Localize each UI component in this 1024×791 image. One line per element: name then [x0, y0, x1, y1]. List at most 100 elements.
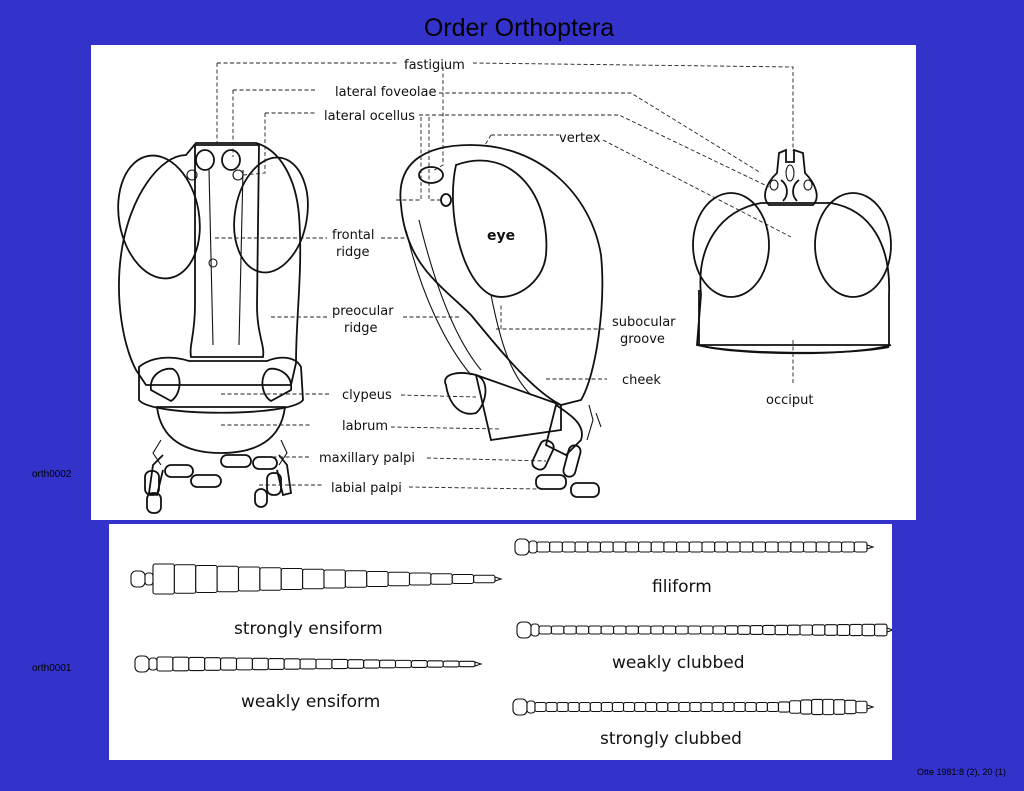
antenna-segment [611, 701, 625, 713]
antenna-segment [188, 656, 206, 672]
antenna-strongly-clubbed [512, 698, 875, 716]
antenna-segment [216, 565, 240, 593]
antenna-segment [833, 699, 846, 715]
antenna-segment [589, 701, 602, 713]
antenna-segment [662, 625, 677, 635]
antenna-segment [675, 625, 689, 635]
antenna-segment [712, 625, 726, 635]
label-frontal-ridge-1: frontal [332, 228, 375, 243]
antenna-segment [739, 541, 754, 553]
antenna-figure-tag: orth0001 [32, 663, 72, 674]
antenna-segment [861, 623, 876, 637]
antenna-segment [302, 568, 325, 590]
label-labial-palpi: labial palpi [331, 481, 402, 496]
antenna-segment [237, 566, 261, 592]
antenna-pedicel [144, 572, 154, 586]
antenna-scape [130, 570, 146, 588]
antenna-segment [172, 656, 190, 672]
antenna-segment [587, 541, 602, 553]
antenna-segment [841, 541, 855, 553]
antenna-segment [578, 701, 591, 713]
source-citation: Otte 1981:8 (2), 20 (1) [916, 767, 1006, 777]
antenna-segment [663, 541, 678, 553]
antenna-segment [824, 624, 838, 636]
antenna-segment [849, 623, 863, 637]
antenna-segment [561, 541, 576, 553]
antenna-segment [711, 701, 724, 713]
antenna-segment [299, 658, 317, 670]
label-strongly-clubbed: strongly clubbed [600, 729, 742, 749]
antenna-weakly-clubbed [516, 621, 892, 639]
antenna-segment [766, 701, 780, 713]
antenna-strongly-ensiform [130, 563, 503, 595]
antenna-segment [836, 624, 851, 636]
label-weakly-ensiform: weakly ensiform [241, 692, 380, 712]
antenna-segment [777, 701, 791, 713]
antenna-segment [637, 541, 652, 553]
antenna-segment [689, 701, 702, 713]
antenna-diagram: strongly ensiform weakly ensiform filifo… [130, 538, 892, 749]
antenna-segment [726, 541, 741, 553]
antenna-scape [134, 655, 150, 673]
antenna-segment [195, 564, 218, 594]
antenna-segment [650, 541, 665, 553]
antenna-segment [678, 701, 691, 713]
antenna-segment [650, 625, 664, 635]
antenna-segment [700, 701, 713, 713]
antenna-segment [787, 624, 801, 636]
head-diagram: fastigium lateral foveolae lateral ocell… [117, 58, 892, 514]
antenna-segment [534, 701, 547, 713]
antenna-segment [379, 659, 397, 669]
antenna-segment [259, 567, 282, 591]
antenna-segment [600, 625, 615, 635]
label-weakly-clubbed: weakly clubbed [612, 653, 745, 673]
antenna-segment [744, 701, 757, 713]
antenna-segment [853, 541, 868, 553]
antenna-segment [538, 625, 552, 635]
antenna-tip [886, 627, 892, 633]
label-vertex: vertex [559, 131, 601, 146]
antenna-segment [408, 572, 432, 586]
antenna-segment [790, 541, 805, 553]
antenna-segment [442, 660, 460, 668]
label-subocular-groove-2: groove [620, 332, 665, 347]
antenna-segment [323, 569, 346, 589]
antenna-segment [430, 573, 453, 585]
antenna-segment [676, 541, 690, 553]
antenna-pedicel [528, 540, 538, 554]
antenna-segment [733, 701, 746, 713]
antenna-segment [344, 570, 368, 588]
top-fastigium [764, 148, 818, 206]
antenna-segment [799, 624, 813, 636]
antenna-segment [283, 658, 301, 670]
antenna-segment [280, 567, 304, 591]
front-clypeus [138, 356, 304, 414]
antenna-segment [815, 541, 830, 553]
label-clypeus: clypeus [342, 388, 392, 403]
label-fastigium: fastigium [404, 58, 465, 73]
antenna-segment [267, 658, 285, 670]
antenna-segment [622, 701, 636, 713]
front-right-eye [233, 156, 309, 274]
antenna-pedicel [526, 700, 536, 714]
antenna-scape [516, 621, 532, 639]
antenna-segment [714, 541, 728, 553]
antenna-segment [637, 625, 652, 635]
antenna-segment [811, 624, 826, 636]
antenna-segment [347, 659, 365, 669]
antenna-segment [451, 573, 475, 585]
antenna-segment [410, 660, 428, 668]
antenna-segment [749, 625, 764, 635]
label-preocular-ridge-1: preocular [332, 304, 394, 319]
antenna-segment [366, 570, 389, 588]
antenna-segment [394, 659, 412, 669]
label-lateral-foveolae: lateral foveolae [335, 85, 436, 100]
side-eye [452, 159, 548, 298]
antenna-segment [235, 657, 253, 671]
antenna-segment [426, 660, 444, 668]
antenna-segment [811, 698, 824, 716]
head-diagram-panel: fastigium lateral foveolae lateral ocell… [91, 45, 916, 520]
antenna-segment [575, 625, 590, 635]
antenna-segment [612, 541, 627, 553]
antenna-segment [762, 624, 776, 636]
